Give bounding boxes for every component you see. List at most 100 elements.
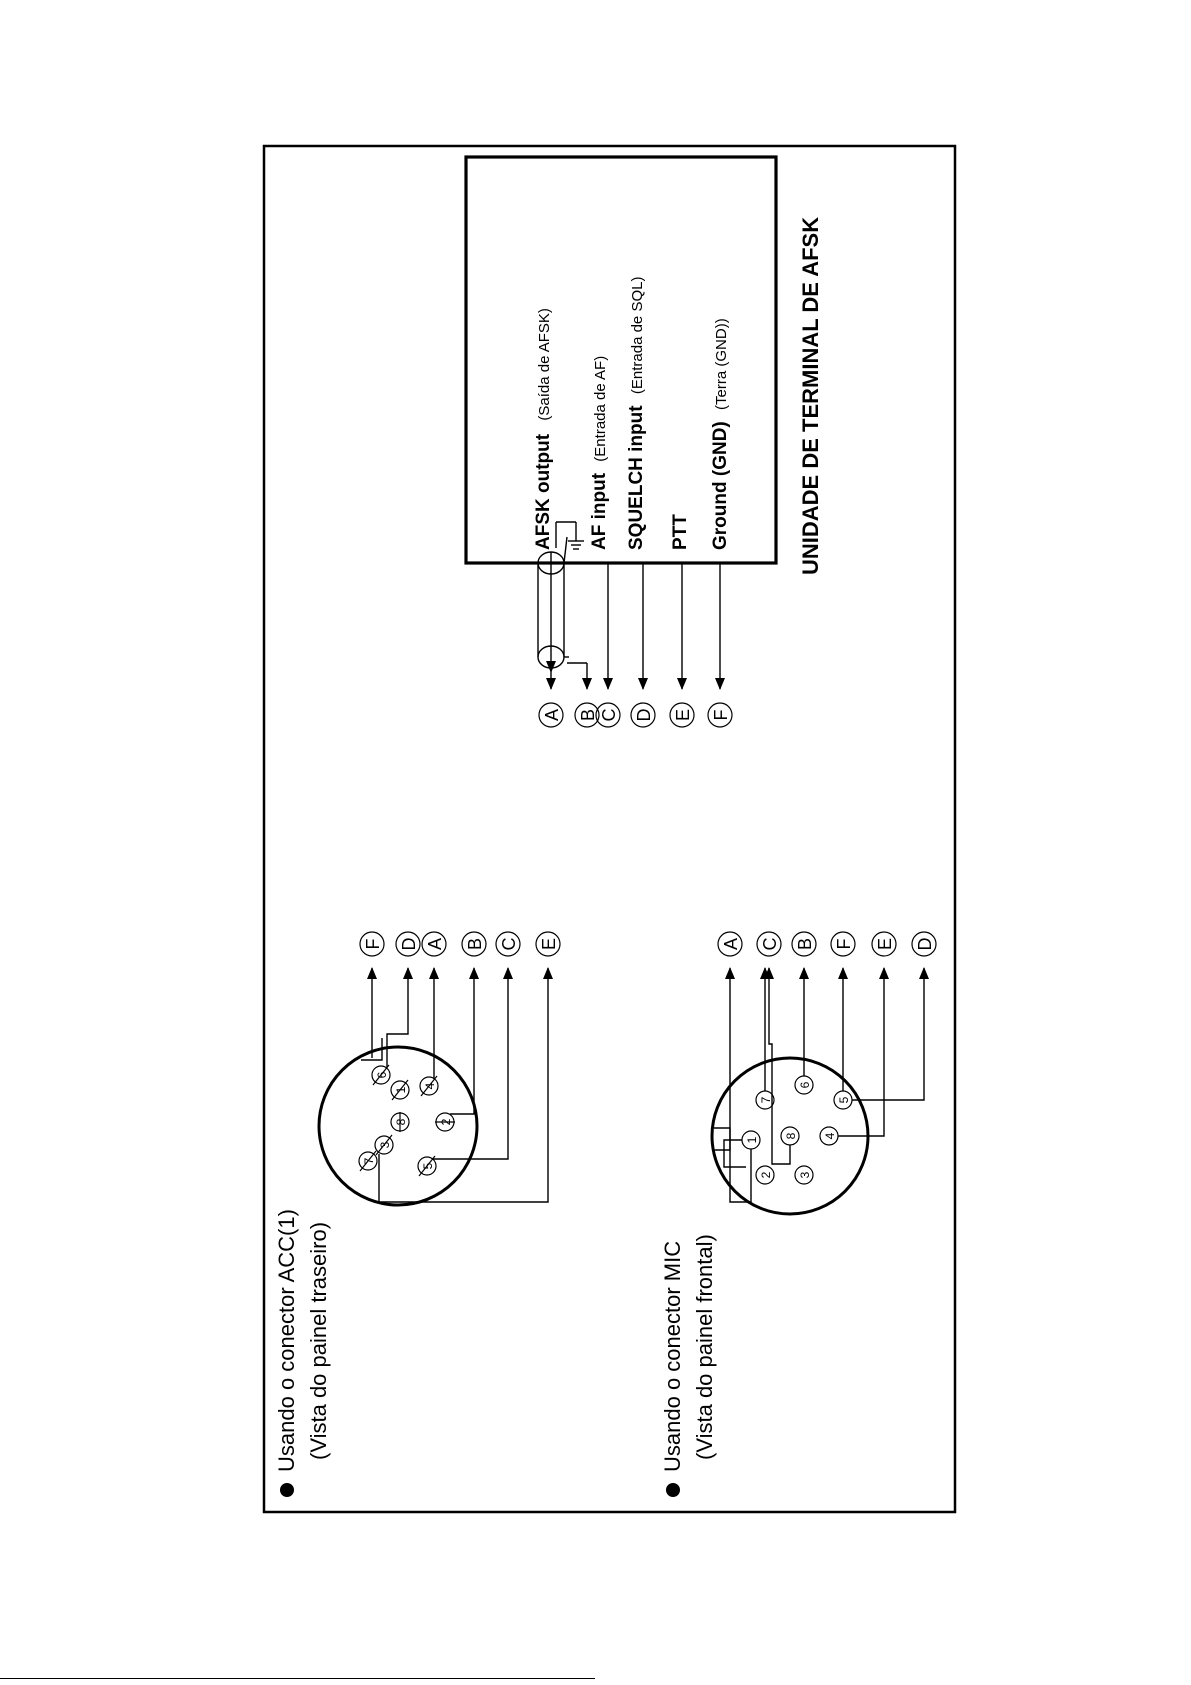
terminal-letter-d: D: [630, 702, 656, 728]
svg-text:E: E: [673, 709, 693, 721]
mic-pin: 2: [755, 1165, 775, 1185]
mic-pin: 8: [780, 1126, 800, 1146]
footer-rule: [0, 1678, 595, 1679]
svg-text:C: C: [760, 938, 780, 951]
mic-letter: D: [911, 931, 937, 957]
ground-symbol-icon: [555, 521, 584, 550]
mic-letter: A: [717, 931, 743, 957]
acc-letter: C: [495, 931, 521, 957]
signal-af-input-main: AF input: [589, 472, 610, 550]
acc-letter: A: [421, 931, 447, 957]
acc-letter: F: [359, 931, 385, 957]
svg-text:C: C: [599, 709, 619, 722]
svg-text:C: C: [499, 938, 519, 951]
svg-text:E: E: [875, 938, 895, 950]
mic-subtitle: (Vista do painel frontal): [692, 1234, 717, 1460]
mic-connector-section: Usando o conector MIC (Vista do painel f…: [660, 931, 937, 1497]
acc-wire-d: [386, 967, 413, 1067]
svg-text:E: E: [539, 938, 559, 950]
acc-letter: E: [535, 931, 561, 957]
acc-pin: 4: [419, 1075, 439, 1097]
mic-letter: E: [871, 931, 897, 957]
terminal-letter-e: E: [669, 702, 695, 728]
svg-text:F: F: [363, 939, 383, 950]
signal-af-input: AF input (Entrada de AF): [589, 356, 610, 550]
svg-text:A: A: [542, 709, 562, 721]
acc-wire-c: [432, 967, 513, 1160]
mic-pin: 4: [819, 1126, 839, 1146]
mic-wire-d: [838, 967, 889, 1137]
acc-letter: D: [395, 931, 421, 957]
signal-squelch-input: SQUELCH input (Entrada de SQL): [626, 277, 647, 550]
svg-text:8: 8: [394, 1118, 408, 1125]
terminal-box: [464, 155, 778, 565]
afsk-terminal-unit: UNIDADE DE TERMINAL DE AFSK AFSK output …: [464, 155, 823, 728]
mic-wire-d2: [852, 967, 929, 1101]
acc-wire-b: [450, 967, 479, 1115]
svg-text:6: 6: [375, 1071, 389, 1078]
acc-pin: 7: [358, 1150, 378, 1172]
svg-text:B: B: [795, 938, 815, 950]
terminal-letter-f: F: [707, 702, 733, 728]
signal-ptt-main: PTT: [670, 514, 691, 550]
svg-text:B: B: [465, 938, 485, 950]
mic-letter: B: [791, 931, 817, 957]
svg-text:D: D: [634, 709, 654, 722]
svg-text:A: A: [425, 938, 445, 950]
signal-squelch-input-sub: (Entrada de SQL): [629, 277, 646, 395]
mic-pin: 5: [833, 1090, 853, 1110]
svg-text:4: 4: [423, 1082, 437, 1089]
svg-text:5: 5: [837, 1096, 851, 1103]
terminal-letter-b: B: [574, 702, 600, 728]
acc-connector-body: [317, 1045, 479, 1207]
svg-text:1: 1: [745, 1136, 759, 1143]
signal-squelch-input-main: SQUELCH input: [626, 405, 647, 550]
signal-afsk-output-sub: (Saída de AFSK): [536, 308, 553, 421]
mic-bullet-icon: [666, 1483, 680, 1497]
mic-key-notch: [714, 1127, 731, 1151]
signal-af-input-sub: (Entrada de AF): [592, 356, 609, 462]
svg-text:3: 3: [798, 1171, 812, 1178]
svg-text:D: D: [915, 938, 935, 951]
svg-text:F: F: [711, 710, 731, 721]
svg-text:B: B: [578, 709, 598, 721]
shielded-cable: [537, 536, 592, 690]
mic-letter: F: [830, 931, 856, 957]
signal-ground: Ground (GND) (Terra (GND)): [710, 318, 731, 550]
svg-text:D: D: [399, 938, 419, 951]
svg-text:6: 6: [798, 1081, 812, 1088]
diagram-frame: [262, 144, 957, 1514]
acc-wire-e: [378, 967, 553, 1203]
mic-letter: C: [756, 931, 782, 957]
svg-text:8: 8: [784, 1132, 798, 1139]
mic-wire-a2: [725, 967, 752, 1203]
terminal-letter-a: A: [538, 702, 564, 728]
signal-afsk-output: AFSK output (Saída de AFSK): [533, 308, 554, 550]
svg-text:7: 7: [362, 1157, 376, 1164]
svg-text:4: 4: [823, 1132, 837, 1139]
svg-text:2: 2: [759, 1171, 773, 1178]
terminal-letter-c: C: [595, 702, 621, 728]
signal-ground-sub: (Terra (GND)): [713, 318, 730, 410]
acc-title: Usando o conector ACC(1): [274, 1209, 299, 1472]
mic-title: Usando o conector MIC: [660, 1241, 685, 1472]
acc-subtitle: (Vista do painel traseiro): [306, 1222, 331, 1460]
acc-pin: 6: [371, 1064, 391, 1086]
acc-pin: 8: [390, 1112, 410, 1132]
signal-afsk-output-main: AFSK output: [533, 433, 554, 550]
acc-key-notch: [361, 1038, 383, 1061]
acc-connector-section: Usando o conector ACC(1) (Vista do paine…: [274, 931, 561, 1497]
acc-pin: 1: [390, 1079, 410, 1101]
svg-text:7: 7: [759, 1096, 773, 1103]
mic-wire-c: [764, 967, 791, 1165]
mic-pin: 1: [741, 1130, 761, 1150]
svg-text:5: 5: [421, 1162, 435, 1169]
mic-pin: 3: [794, 1165, 814, 1185]
svg-text:F: F: [834, 939, 854, 950]
acc-pin: 3: [374, 1134, 394, 1156]
mic-pin: 6: [794, 1075, 814, 1095]
svg-text:2: 2: [439, 1118, 453, 1125]
acc-bullet-icon: [280, 1483, 294, 1497]
svg-text:A: A: [721, 938, 741, 950]
